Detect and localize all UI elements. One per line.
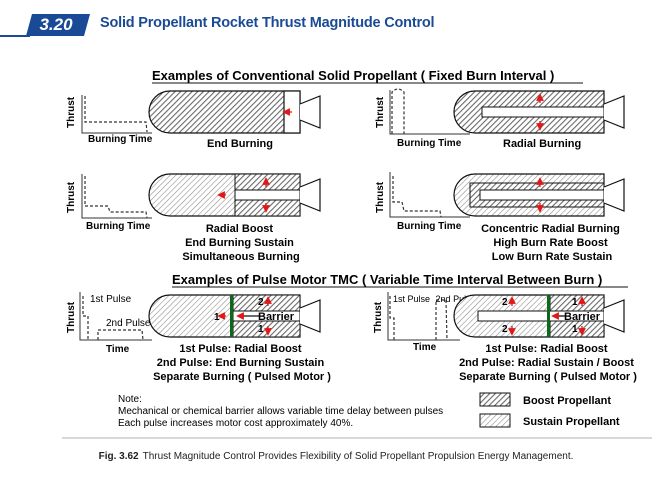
thrust-axis-label: Thrust — [375, 181, 386, 213]
section-title: Solid Propellant Rocket Thrust Magnitude… — [100, 15, 435, 31]
barrier-label: Barrier — [564, 311, 601, 323]
concentric-line-2: High Burn Rate Boost — [493, 237, 608, 249]
barrier-label: Barrier — [258, 311, 295, 323]
svg-text:1st Pulse 2nd Pulse: 1st Pulse 2nd Pulse — [393, 294, 476, 304]
note-line-2: Each pulse increases motor cost approxim… — [118, 418, 353, 429]
radial-boost-line-1: Radial Boost — [206, 223, 274, 235]
svg-text:Concentric Radial Burning: Concentric Radial Burning High Burn Rate… — [481, 223, 623, 263]
time-label: Time — [106, 344, 130, 355]
pulse-radial-line-3: Separate Burning ( Pulsed Motor ) — [459, 371, 637, 383]
pulse2-label: 2nd Pulse — [436, 294, 476, 304]
pulse-radial-line-1: 1st Pulse: Radial Boost — [485, 343, 608, 355]
thrust-axis-label: Thrust — [66, 301, 77, 333]
radial-boost-line-2: End Burning Sustain — [185, 237, 294, 249]
pulse1-label: 1st Pulse — [393, 294, 430, 304]
legend-boost-swatch — [479, 392, 511, 407]
caption-text: Thrust Magnitude Control Provides Flexib… — [142, 451, 574, 462]
note: Note: Mechanical or chemical barrier all… — [118, 394, 443, 429]
burning-time-label: Burning Time — [397, 221, 462, 232]
legend: Boost Propellant Sustain Propellant — [479, 392, 620, 428]
pulse-end-line-2: 2nd Pulse: End Burning Sustain — [157, 357, 325, 369]
end-burning-label: End Burning — [207, 138, 273, 150]
thrust-axis-label: Thrust — [66, 181, 77, 213]
thrust-axis-label: Thrust — [375, 96, 386, 128]
pulse-mark: 2 — [502, 324, 508, 335]
figure-number: Fig. 3.62 — [98, 451, 139, 462]
thrust-axis-label: Thrust — [373, 301, 384, 333]
legend-boost-label: Boost Propellant — [523, 395, 611, 407]
pulse-heading: Examples of Pulse Motor TMC ( Variable T… — [172, 272, 602, 287]
concentric-line-1: Concentric Radial Burning — [481, 223, 620, 235]
svg-text:Radial Boost End Burni: Radial Boost End Burning Sustain Simulta… — [182, 223, 299, 263]
burning-time-label: Burning Time — [86, 221, 151, 232]
burning-time-label: Burning Time — [88, 134, 153, 145]
legend-sustain-swatch — [479, 413, 511, 428]
thrust-axis-label: Thrust — [66, 96, 77, 128]
panel-pulse-radial: Thrust 1st Pulse 2nd Pulse Time 2 1 2 1 … — [373, 292, 637, 383]
note-title: Note: — [118, 394, 142, 405]
svg-text:1st Pulse: Radial Boost: 1st Pulse: Radial Boost 2nd Pulse: Radia… — [459, 343, 637, 383]
pulse-end-line-3: Separate Burning ( Pulsed Motor ) — [153, 371, 331, 383]
pulse-mark: 2 — [502, 297, 508, 308]
panel-end-burning: Thrust Burning Time End Burning — [66, 90, 321, 150]
pulse-mark: 1 — [258, 324, 264, 335]
pulse-radial-line-2: 2nd Pulse: Radial Sustain / Boost — [459, 357, 634, 369]
pulse-end-line-1: 1st Pulse: Radial Boost — [179, 343, 302, 355]
panel-pulse-end: Thrust 1st Pulse 2nd Pulse Time 1 2 1 Ba… — [66, 292, 331, 383]
section-number: 3.20 — [39, 15, 73, 34]
concentric-line-3: Low Burn Rate Sustain — [492, 251, 613, 263]
pulse-mark: 1 — [214, 312, 220, 323]
section-badge — [0, 14, 90, 37]
svg-text:1st Pulse: Radial Boost: 1st Pulse: Radial Boost 2nd Pulse: End B… — [153, 343, 331, 383]
panel-concentric: Thrust Burning Time Concentric Radial Bu… — [375, 172, 625, 263]
radial-boost-line-3: Simultaneous Burning — [182, 251, 299, 263]
pulse-mark: 1 — [572, 324, 578, 335]
pulse-mark: 2 — [258, 297, 264, 308]
pulse-mark: 1 — [572, 297, 578, 308]
panel-radial-burning: Thrust Burning Time Radial Burning — [375, 88, 625, 150]
pulse2-label: 2nd Pulse — [106, 318, 151, 329]
radial-burning-label: Radial Burning — [503, 138, 581, 150]
legend-sustain-label: Sustain Propellant — [523, 416, 620, 428]
time-label: Time — [413, 342, 437, 353]
burning-time-label: Burning Time — [397, 138, 462, 149]
panel-radial-boost: Thrust Burning Time Radial Boost End Bur… — [66, 173, 321, 263]
pulse1-label: 1st Pulse — [90, 294, 132, 305]
conventional-heading: Examples of Conventional Solid Propellan… — [152, 68, 554, 83]
note-line-1: Mechanical or chemical barrier allows va… — [118, 406, 443, 417]
